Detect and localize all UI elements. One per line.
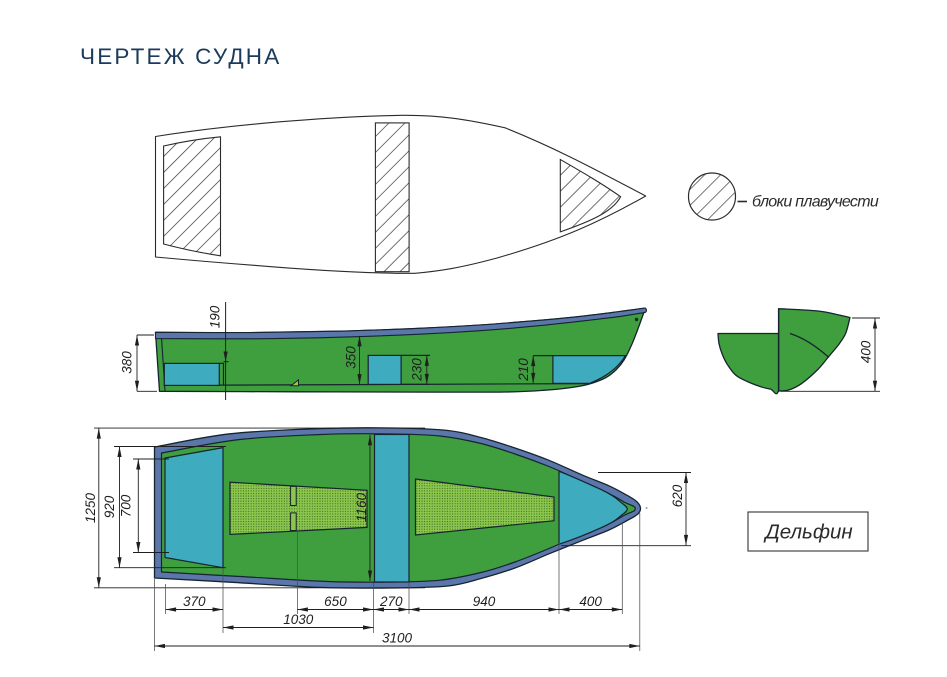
svg-text:Дельфин: Дельфин bbox=[763, 521, 852, 544]
svg-text:380: 380 bbox=[120, 351, 135, 374]
svg-text:210: 210 bbox=[516, 358, 531, 382]
svg-text:230: 230 bbox=[410, 358, 425, 382]
svg-text:190: 190 bbox=[208, 305, 223, 328]
svg-text:350: 350 bbox=[344, 346, 359, 369]
svg-text:920: 920 bbox=[102, 495, 117, 518]
svg-text:1250: 1250 bbox=[83, 492, 98, 523]
svg-text:400: 400 bbox=[859, 340, 874, 363]
svg-text:940: 940 bbox=[473, 594, 496, 609]
svg-text:1160: 1160 bbox=[354, 492, 369, 522]
svg-text:1030: 1030 bbox=[283, 612, 314, 627]
svg-text:620: 620 bbox=[670, 484, 685, 507]
svg-text:400: 400 bbox=[579, 594, 602, 609]
svg-text:650: 650 bbox=[324, 594, 347, 609]
svg-text:370: 370 bbox=[183, 594, 206, 609]
svg-text:270: 270 bbox=[379, 594, 403, 609]
svg-text:блоки плавучести: блоки плавучести bbox=[752, 194, 879, 211]
svg-text:ЧЕРТЕЖ СУДНА: ЧЕРТЕЖ СУДНА bbox=[80, 44, 281, 69]
svg-text:3100: 3100 bbox=[382, 631, 413, 646]
svg-text:700: 700 bbox=[119, 494, 134, 517]
